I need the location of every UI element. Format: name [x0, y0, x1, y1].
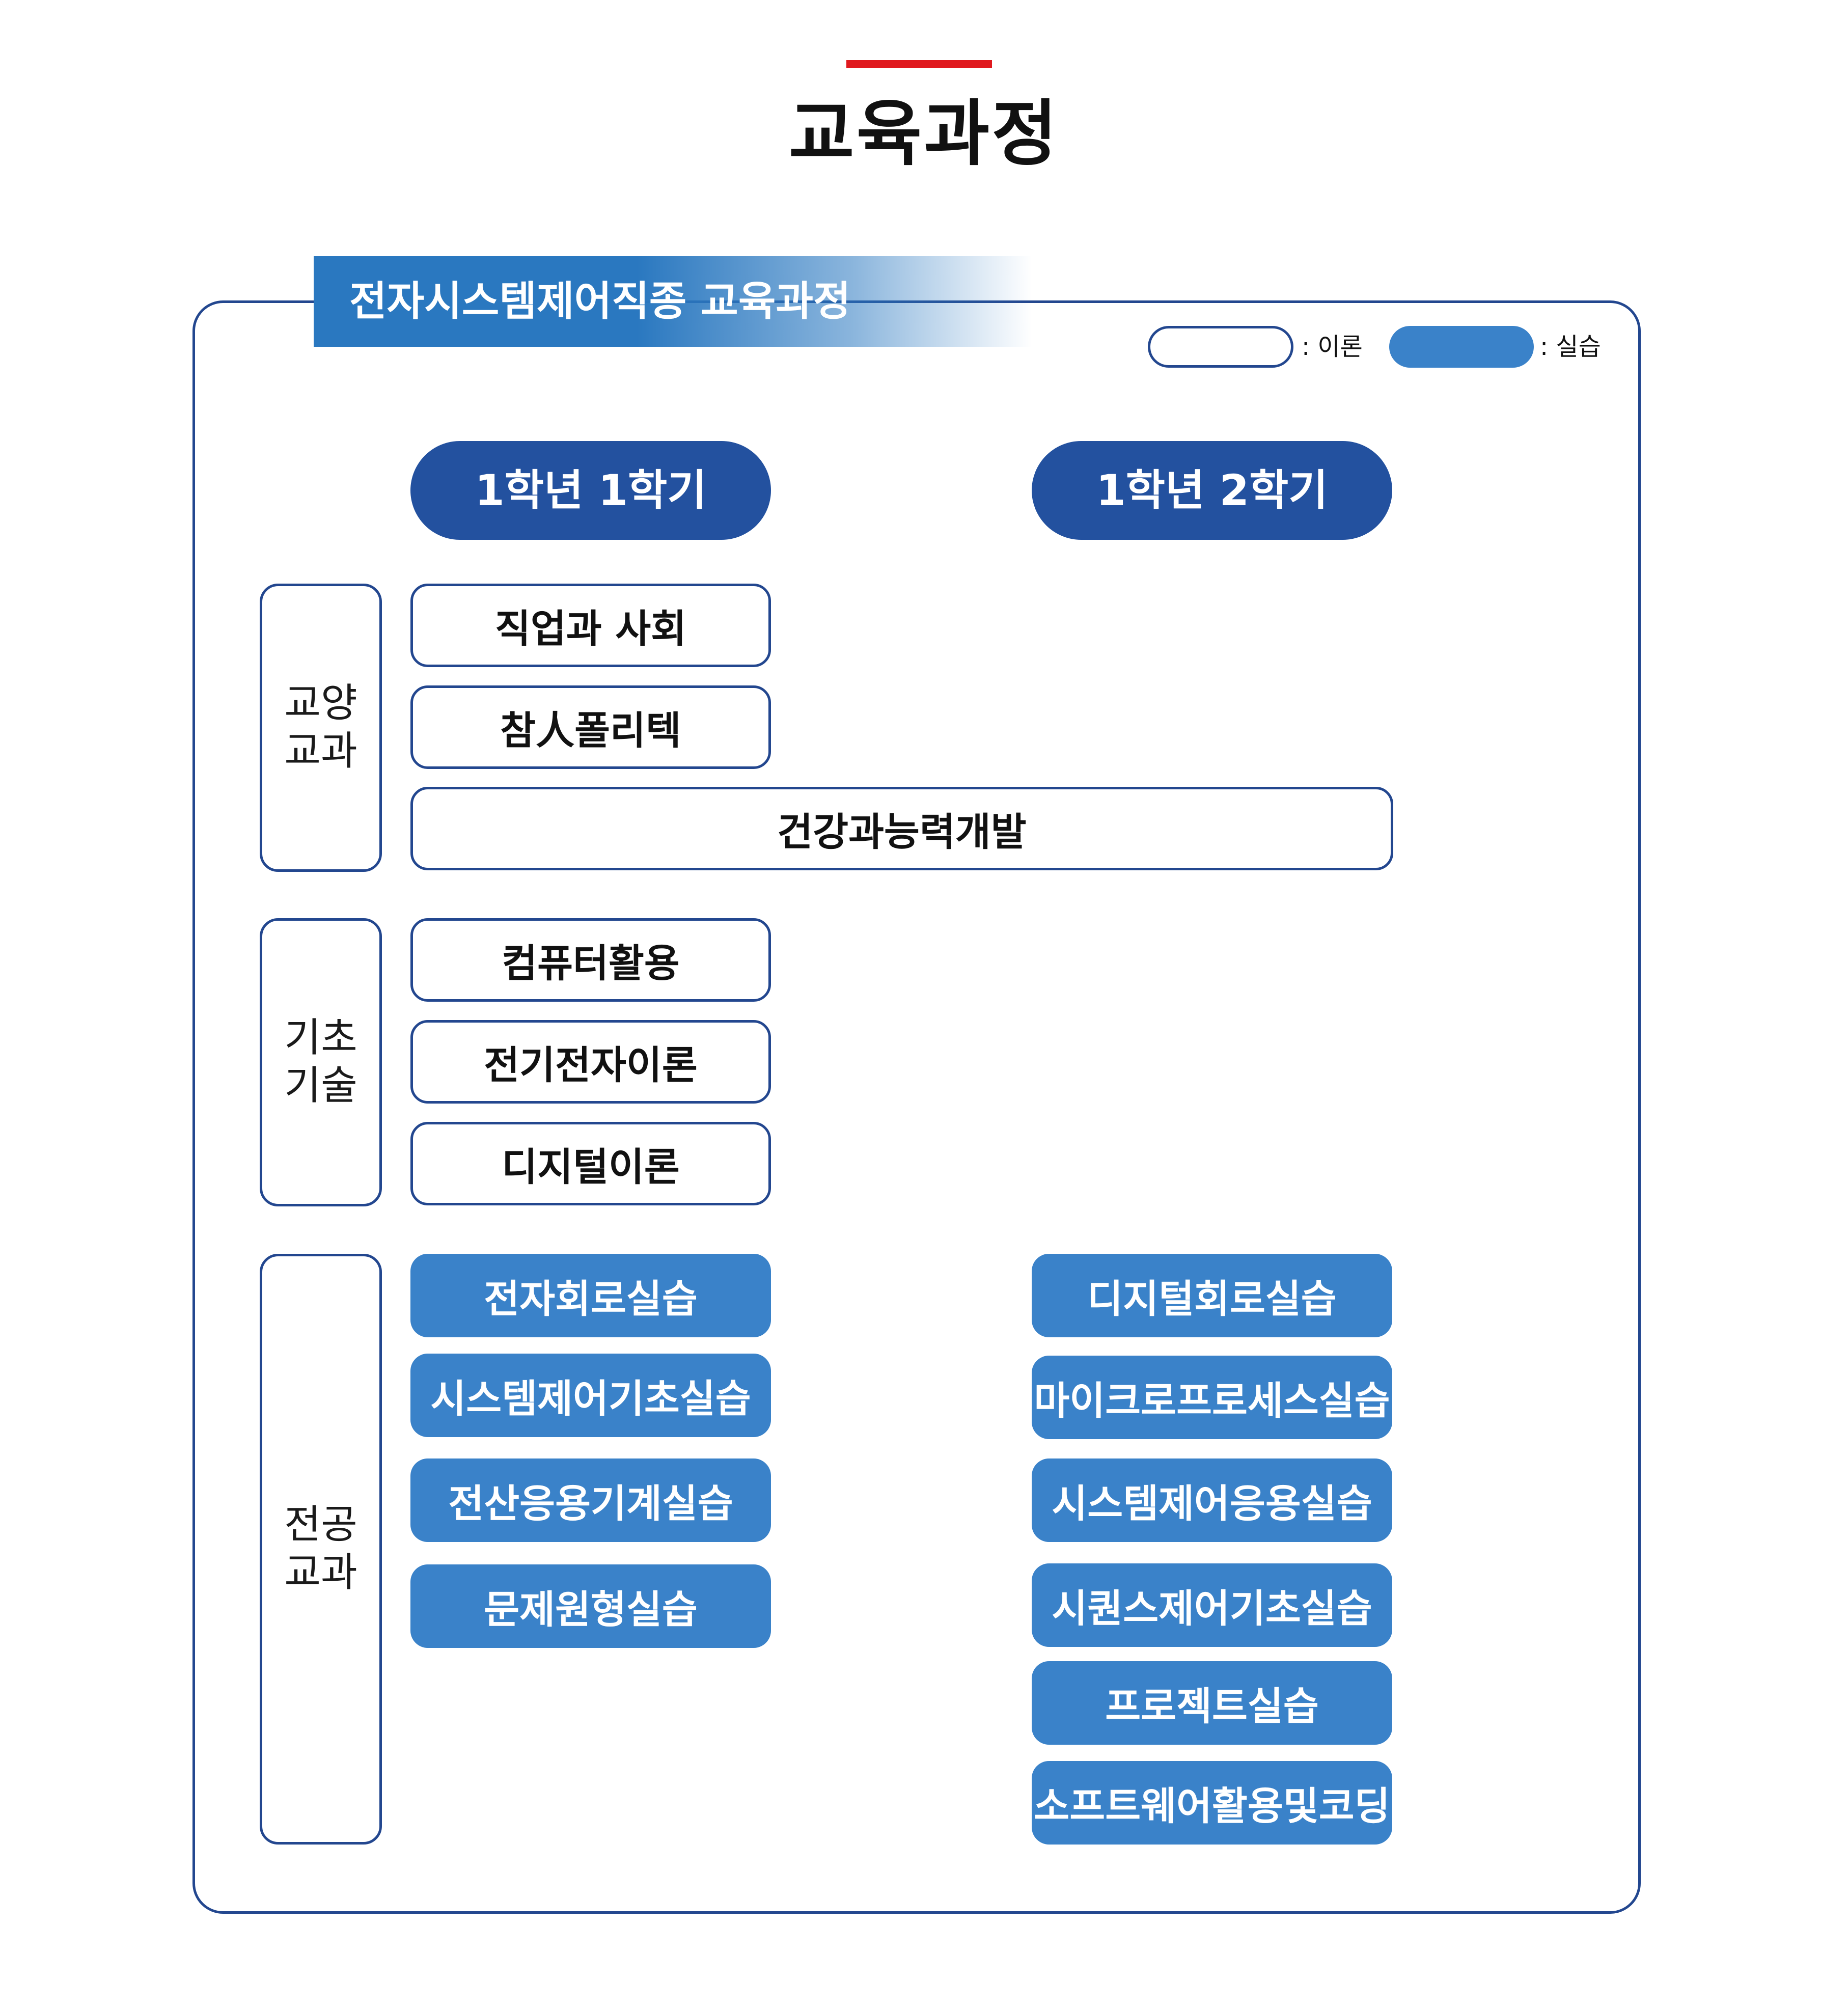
- legend-practice-label: : 실습: [1540, 333, 1601, 361]
- course-basic-2: 전기전자이론: [410, 1020, 771, 1104]
- course-major-s2-5: 프로젝트실습: [1032, 1661, 1392, 1745]
- course-major-s2-3: 시스템제어응용실습: [1032, 1458, 1392, 1542]
- course-general-3: 건강과능력개발: [410, 787, 1393, 870]
- course-major-s2-1: 디지털회로실습: [1032, 1254, 1392, 1337]
- course-general-1: 직업과 사회: [410, 584, 771, 667]
- course-general-2: 참人폴리텍: [410, 685, 771, 769]
- legend-practice-swatch: [1389, 326, 1534, 368]
- legend-theory-label: : 이론: [1302, 333, 1363, 361]
- legend-theory-swatch: [1148, 326, 1293, 368]
- curriculum-banner: 전자시스템제어직종 교육과정: [314, 256, 1032, 347]
- page-title: 교육과정: [788, 93, 1060, 176]
- semester-1-header: 1학년 1학기: [410, 441, 771, 540]
- curriculum-frame: [192, 300, 1641, 1914]
- course-basic-3: 디지털이론: [410, 1122, 771, 1205]
- course-basic-1: 컴퓨터활용: [410, 918, 771, 1002]
- course-major-s2-6: 소프트웨어활용및코딩: [1032, 1761, 1392, 1845]
- course-major-s2-2: 마이크로프로세스실습: [1032, 1356, 1392, 1439]
- course-major-s1-1: 전자회로실습: [410, 1254, 771, 1337]
- semester-2-header: 1학년 2학기: [1032, 441, 1392, 540]
- course-major-s1-2: 시스템제어기초실습: [410, 1354, 771, 1437]
- course-major-s1-3: 전산응용기계실습: [410, 1458, 771, 1542]
- title-accent-bar: [846, 60, 992, 68]
- course-major-s1-4: 문제원형실습: [410, 1564, 771, 1648]
- course-major-s2-4: 시퀀스제어기초실습: [1032, 1563, 1392, 1647]
